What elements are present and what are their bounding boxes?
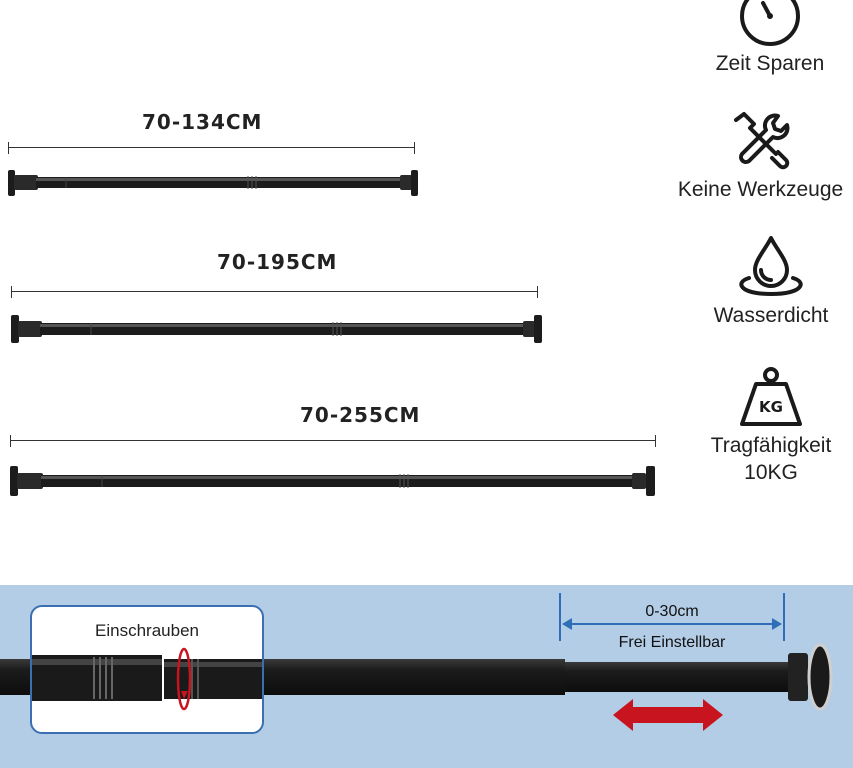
range-label: 0-30cm [645, 603, 699, 620]
feature-label: Keine Werkzeuge [677, 178, 844, 201]
screw-inset: Einschrauben [30, 605, 264, 734]
feature-no-tools: Keine Werkzeuge [668, 110, 853, 203]
feature-waterproof: Wasserdicht [696, 236, 846, 329]
weight-icon: KG [740, 367, 802, 426]
inset-title: Einschrauben [95, 621, 199, 640]
double-arrow-icon [613, 699, 723, 731]
rod-1-length-label: 70-134CM [142, 110, 263, 134]
tools-icon [733, 112, 789, 170]
rod-1-dimension-line [8, 142, 415, 157]
rod-3-length-label: 70-255CM [300, 403, 421, 427]
end-pad [807, 643, 833, 711]
feature-load-capacity: KG Tragfähigkeit 10KG [696, 366, 846, 486]
rod-3-image [10, 464, 656, 498]
rod-1-image [8, 168, 418, 198]
feature-label: Zeit Sparen [715, 52, 825, 75]
feature-label: Wasserdicht [713, 304, 829, 327]
clock-icon [740, 0, 800, 46]
weight-icon-text: KG [759, 398, 783, 416]
inner-tube [565, 662, 795, 692]
adjust-label: Frei Einstellbar [618, 634, 726, 651]
end-cap [788, 653, 808, 701]
rod-3-dimension-line [10, 435, 656, 450]
rod-2-dimension-line [11, 286, 538, 301]
range-dimension [559, 593, 785, 641]
rod-2-image [11, 313, 543, 345]
feature-time-saving: Zeit Sparen [700, 0, 840, 77]
feature-label-line1: Tragfähigkeit [710, 434, 832, 457]
water-drop-icon [739, 236, 803, 296]
rod-2-length-label: 70-195CM [217, 250, 338, 274]
feature-label-line2: 10KG [744, 461, 798, 484]
rotate-arrow-icon [176, 647, 192, 711]
